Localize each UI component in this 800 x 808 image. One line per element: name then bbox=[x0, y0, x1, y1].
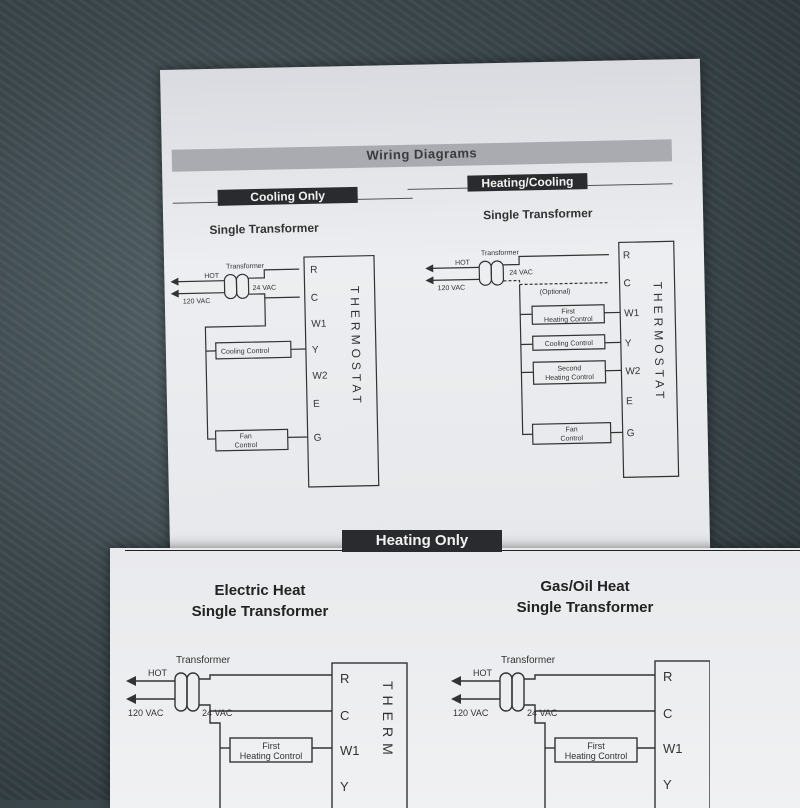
heating-cooling-tab: Heating/Cooling bbox=[467, 173, 587, 192]
single-transformer-subtitle-3: Single Transformer bbox=[170, 601, 350, 622]
svg-text:First: First bbox=[262, 741, 280, 751]
fan-label-2: Fan bbox=[566, 426, 578, 433]
control-label: Control bbox=[235, 442, 258, 449]
optional-label: (Optional) bbox=[540, 288, 571, 296]
vac24-label-2: 24 VAC bbox=[509, 269, 533, 276]
manual-page-top: Wiring Diagrams Cooling Only Heating/Coo… bbox=[160, 59, 710, 560]
terminal-r: R bbox=[310, 265, 317, 276]
terminal-w1: W1 bbox=[311, 319, 327, 330]
svg-text:120 VAC: 120 VAC bbox=[453, 708, 489, 718]
terminal-w2: W2 bbox=[312, 371, 328, 382]
svg-text:R: R bbox=[623, 250, 630, 261]
svg-text:Y: Y bbox=[663, 777, 672, 792]
single-transformer-subtitle-4: Single Transformer bbox=[495, 597, 675, 618]
svg-text:C: C bbox=[340, 708, 349, 723]
svg-text:24 VAC: 24 VAC bbox=[202, 708, 233, 718]
svg-text:HOT: HOT bbox=[473, 668, 493, 678]
svg-text:Y: Y bbox=[340, 779, 349, 794]
terminal-e: E bbox=[313, 399, 320, 410]
svg-text:G: G bbox=[627, 428, 635, 439]
vac120-label-2: 120 VAC bbox=[438, 285, 466, 293]
electric-heat-title: Electric Heat Single Transformer bbox=[170, 580, 350, 622]
vac24-label: 24 VAC bbox=[253, 285, 277, 292]
wiring-diagrams-title-bar: Wiring Diagrams bbox=[172, 139, 672, 171]
svg-text:W2: W2 bbox=[625, 366, 641, 377]
subtitle-single-transformer-right: Single Transformer bbox=[483, 206, 593, 222]
svg-text:C: C bbox=[623, 278, 630, 289]
svg-text:Y: Y bbox=[625, 338, 632, 349]
electric-heat-diagram: Transformer HOT 120 VAC 24 VAC First Hea… bbox=[120, 643, 420, 808]
svg-text:R: R bbox=[663, 669, 672, 684]
hot-label-2: HOT bbox=[455, 260, 471, 267]
thermostat-vertical-label: THERMOSTAT bbox=[348, 286, 365, 407]
transformer-coil-left bbox=[224, 274, 236, 298]
second-label: Second bbox=[557, 365, 581, 372]
vac120-label: 120 VAC bbox=[183, 298, 211, 306]
subtitle-single-transformer-left: Single Transformer bbox=[209, 221, 319, 237]
heating-cooling-diagram: Transformer HOT 120 VAC 24 VAC (Optional… bbox=[419, 231, 684, 496]
manual-page-bottom: Heating Only Electric Heat Single Transf… bbox=[110, 548, 800, 808]
heating-control-label-2: Heating Control bbox=[545, 374, 594, 382]
terminal-y: Y bbox=[312, 345, 319, 356]
svg-text:Transformer: Transformer bbox=[501, 655, 556, 666]
transformer-label: Transformer bbox=[226, 263, 265, 271]
svg-text:120 VAC: 120 VAC bbox=[128, 708, 164, 718]
svg-text:C: C bbox=[663, 706, 672, 721]
svg-text:Heating Control: Heating Control bbox=[240, 751, 303, 761]
svg-text:W1: W1 bbox=[340, 743, 360, 758]
electric-heat-subtitle: Electric Heat bbox=[170, 580, 350, 601]
svg-text:Transformer: Transformer bbox=[176, 655, 231, 666]
fan-label: Fan bbox=[240, 433, 252, 440]
svg-text:R: R bbox=[340, 671, 349, 686]
cooling-only-diagram: Transformer HOT 120 VAC 24 VAC Cooling C… bbox=[164, 245, 419, 500]
svg-text:Heating Control: Heating Control bbox=[565, 751, 628, 761]
heating-control-label-1: Heating Control bbox=[544, 316, 593, 324]
svg-text:W1: W1 bbox=[624, 308, 640, 319]
gas-oil-heat-title: Gas/Oil Heat Single Transformer bbox=[495, 576, 675, 618]
heating-only-tab: Heating Only bbox=[342, 530, 502, 552]
thermostat-vertical-label-2: THERMOSTAT bbox=[651, 281, 668, 402]
control-label-2: Control bbox=[560, 435, 583, 442]
first-label: First bbox=[561, 308, 575, 315]
svg-text:HOT: HOT bbox=[148, 668, 168, 678]
cooling-control-label: Cooling Control bbox=[221, 348, 270, 356]
transformer-coil-right bbox=[236, 274, 248, 298]
terminal-g: G bbox=[314, 433, 322, 444]
cooling-control-label-2: Cooling Control bbox=[545, 340, 594, 348]
page-title: Wiring Diagrams bbox=[172, 141, 672, 166]
gas-oil-heat-subtitle: Gas/Oil Heat bbox=[495, 576, 675, 597]
hot-label: HOT bbox=[204, 273, 220, 280]
therm-vertical-label: THERM bbox=[380, 681, 396, 761]
svg-text:E: E bbox=[626, 396, 633, 407]
svg-text:24 VAC: 24 VAC bbox=[527, 708, 558, 718]
gas-oil-heat-diagram: Transformer HOT 120 VAC 24 VAC First Hea… bbox=[445, 643, 710, 808]
terminal-c: C bbox=[311, 293, 318, 304]
transformer-label-2: Transformer bbox=[481, 250, 520, 258]
cooling-only-tab: Cooling Only bbox=[218, 187, 358, 206]
svg-text:W1: W1 bbox=[663, 741, 683, 756]
svg-text:First: First bbox=[587, 741, 605, 751]
